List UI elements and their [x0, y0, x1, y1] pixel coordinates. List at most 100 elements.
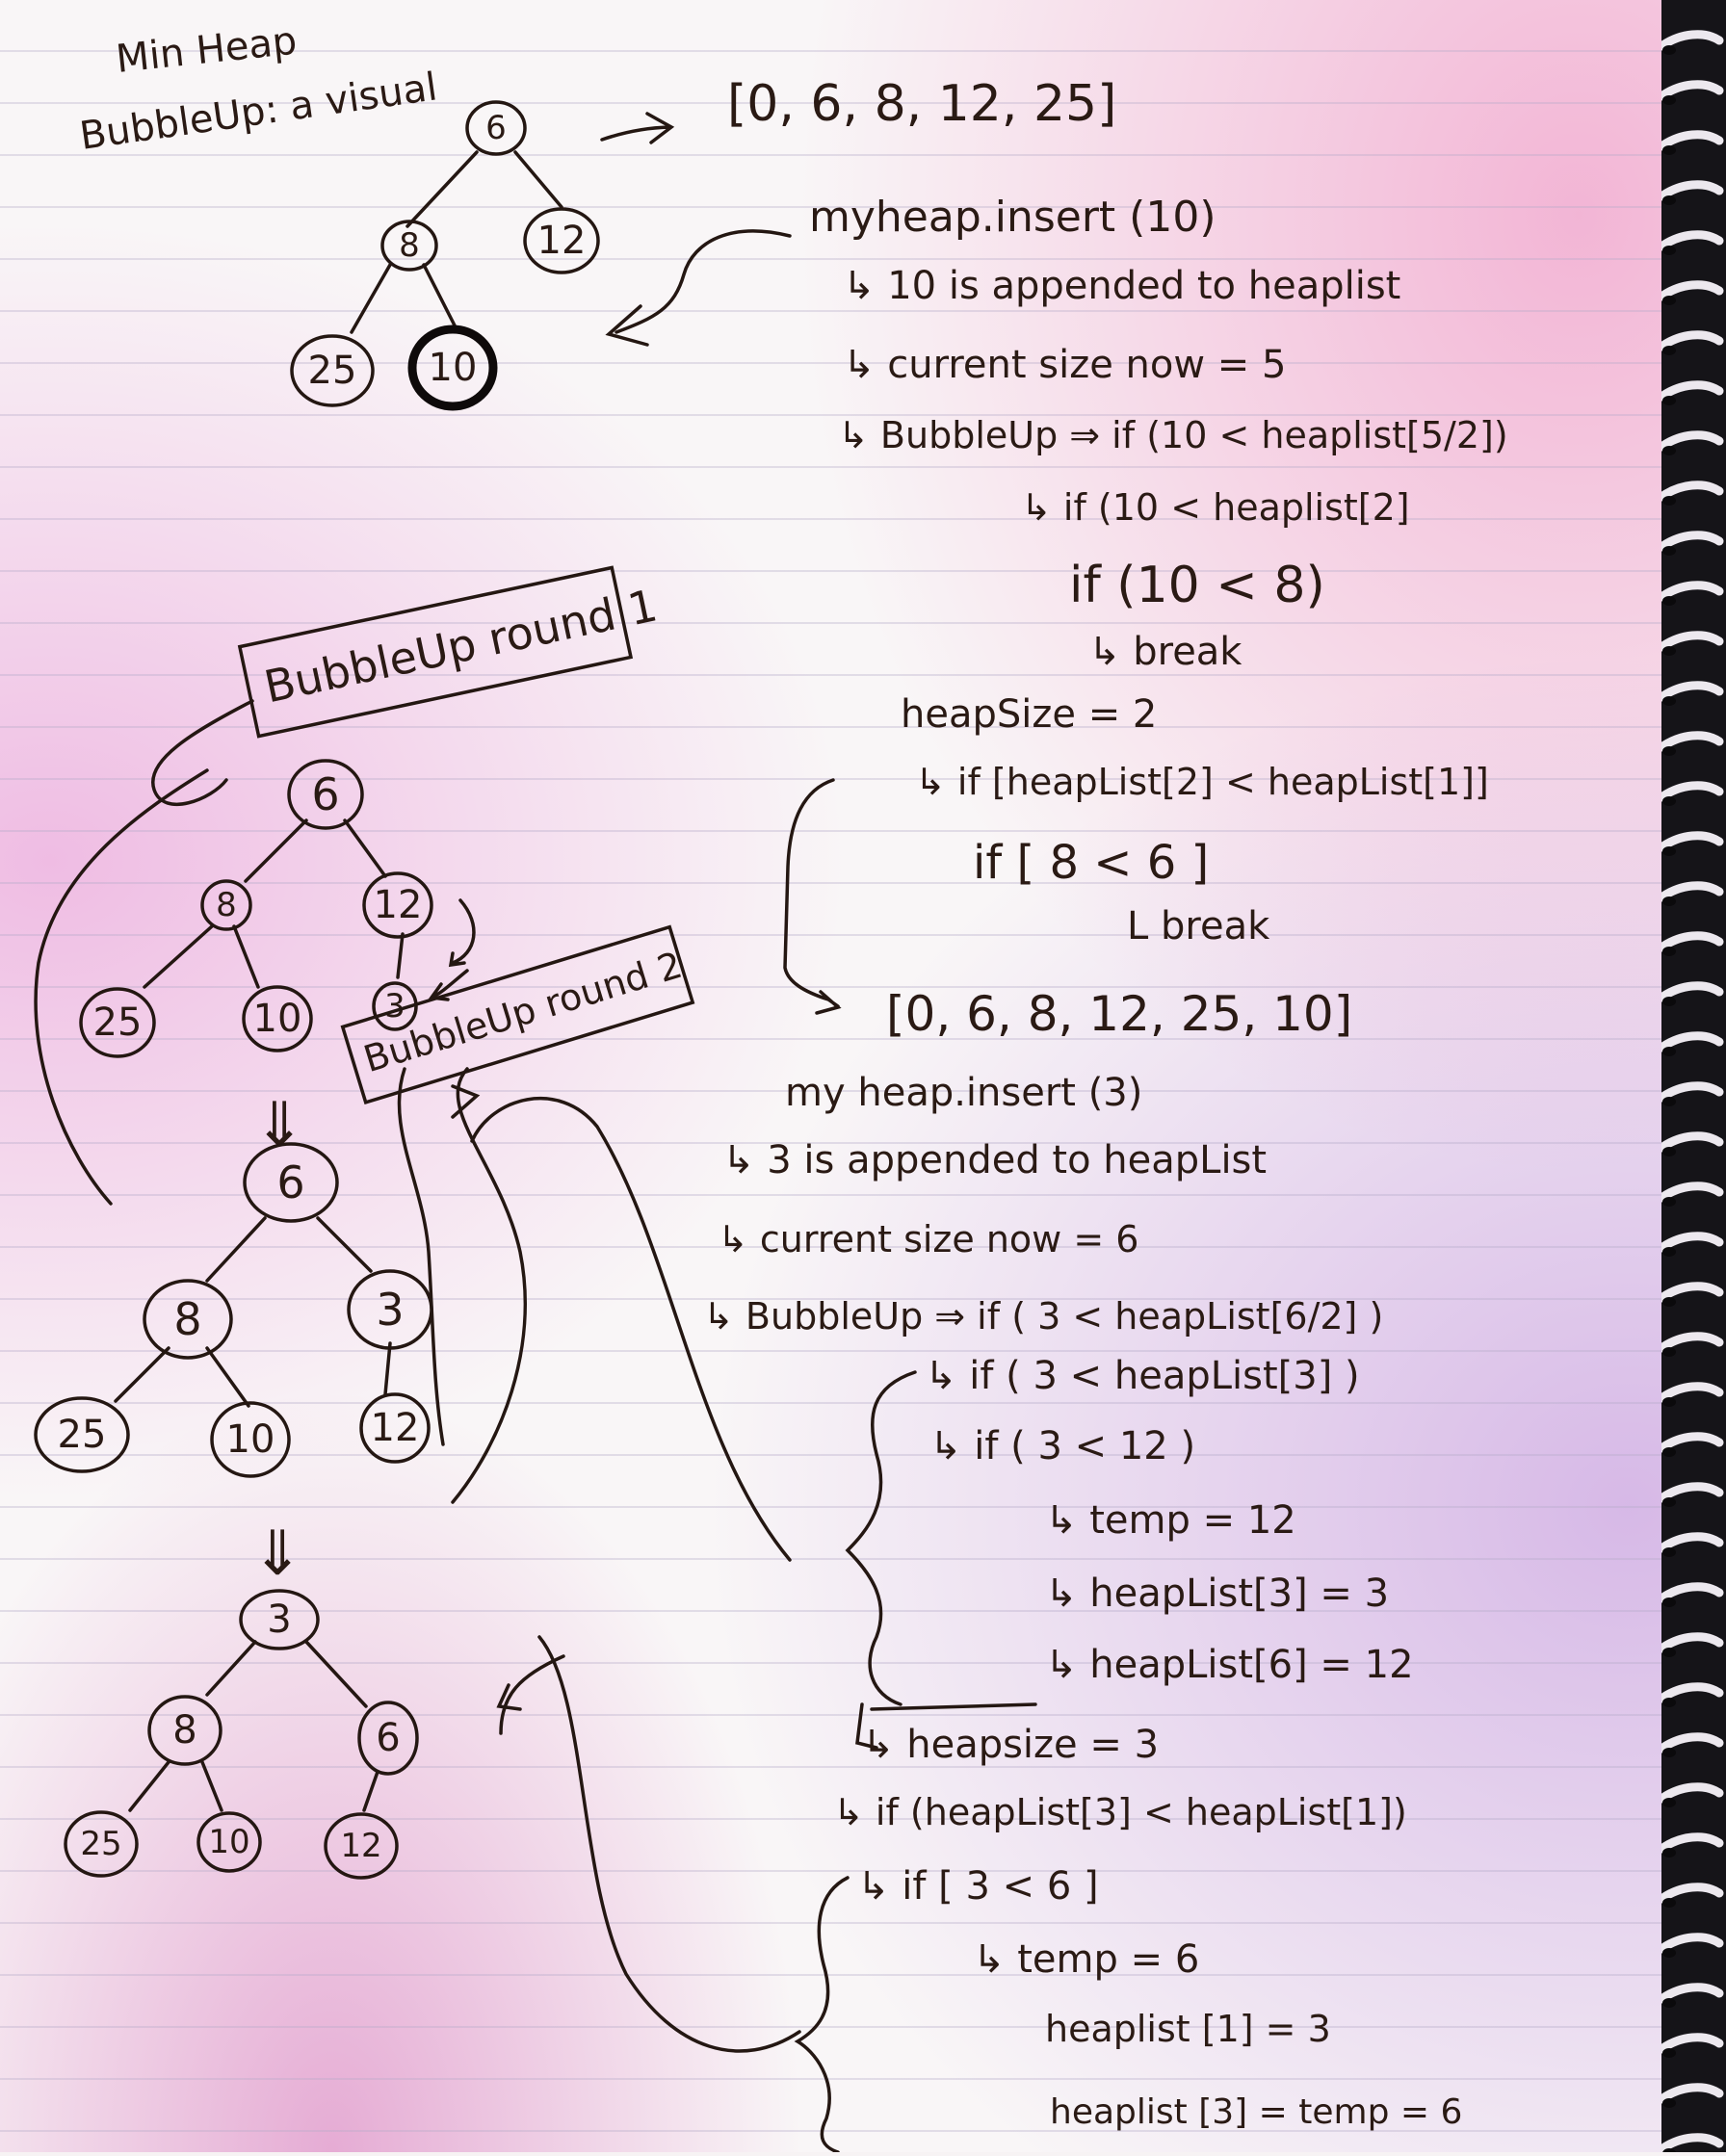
binding-hole [1662, 296, 1676, 305]
binding-hole [1662, 2048, 1676, 2058]
spiral-coil [1657, 1131, 1724, 1153]
spiral-coil [1657, 531, 1724, 552]
step-line: ↳ current size now = 6 [718, 1218, 1138, 1260]
curly-brace [845, 1370, 917, 1706]
step-line: [0, 6, 8, 12, 25, 10] [886, 986, 1352, 1042]
step-line: ↳ if ( 3 < 12 ) [929, 1424, 1195, 1468]
heap-node [34, 1396, 130, 1473]
binding-hole [1662, 1648, 1676, 1657]
edge [422, 263, 457, 327]
binding-hole [1662, 1347, 1676, 1357]
binding-hole [1662, 896, 1676, 906]
heap-node [380, 220, 438, 272]
binding-hole [1662, 1998, 1676, 2008]
node-value: 8 [173, 1293, 201, 1345]
step-line: ↳ temp = 6 [973, 1937, 1199, 1982]
step-line: ↳ if (heapList[3] < heapList[1]) [833, 1791, 1407, 1833]
step-line: ↳ if [ 3 < 6 ] [857, 1864, 1099, 1909]
binding-hole [1662, 1397, 1676, 1407]
edge [343, 818, 387, 878]
edge [200, 1760, 223, 1812]
spiral-coil [1657, 931, 1724, 952]
node-value: 8 [216, 886, 237, 924]
node-value: 25 [58, 1413, 107, 1457]
spiral-coil [1657, 1933, 1724, 1954]
lower-curve [537, 1635, 801, 2053]
spiral-coil [1657, 631, 1724, 652]
heap-node [362, 871, 433, 939]
heap-node [79, 987, 156, 1058]
heap-node [465, 100, 527, 156]
spiral-coil [1657, 1732, 1724, 1753]
round2-curve-2 [397, 1067, 445, 1446]
curved-arrow [615, 229, 792, 334]
tree-2: 6 8 12 25 10 3 [79, 759, 476, 1058]
spiral-coil [1657, 681, 1724, 702]
steps-insert-3: my heap.insert (3) ↳ 3 is appended to he… [703, 1071, 1462, 2132]
spiral-coil [1657, 1682, 1724, 1703]
spiral-coil [1657, 180, 1724, 201]
round1-label: BubbleUp round 1 [237, 565, 662, 739]
edge [383, 1341, 392, 1396]
node-value: 25 [80, 1825, 121, 1863]
heap-node [357, 1701, 419, 1776]
node-value: 12 [537, 219, 587, 263]
spiral-coil [1657, 130, 1724, 151]
heap-node [359, 1392, 431, 1464]
spiral-coil [1657, 380, 1724, 402]
spiral-coil [1657, 581, 1724, 602]
binding-hole [1662, 1748, 1676, 1757]
heap-node [239, 1589, 320, 1650]
step-line: ↳ current size now = 5 [843, 343, 1286, 387]
arrow-head [605, 304, 649, 347]
binding-hole [1662, 95, 1676, 105]
node-value: 25 [93, 1000, 143, 1045]
binding-hole [1662, 45, 1676, 55]
binding-hole [1662, 1497, 1676, 1507]
step-line: my heap.insert (3) [785, 1071, 1142, 1115]
heap-node [242, 985, 313, 1052]
spiral-coil [1657, 1332, 1724, 1353]
spiral-coil [1657, 1232, 1724, 1253]
binding-hole [1662, 546, 1676, 556]
spiral-coil [1657, 230, 1724, 251]
spiral-coil [1657, 481, 1724, 502]
spiral-coil [1657, 1081, 1724, 1103]
edge [316, 1216, 373, 1273]
spiral-coil [1657, 1031, 1724, 1052]
edge [114, 1346, 170, 1403]
edge [128, 1760, 170, 1812]
swap-arrow [448, 898, 476, 968]
heap-node [523, 207, 600, 274]
swap-arrow [428, 969, 469, 1001]
binding-hole [1662, 195, 1676, 205]
spiral-coil [1657, 731, 1724, 752]
notes-drawing: Min Heap BubbleUp: a visual [0, 6, 8, 12… [34, 19, 1508, 2152]
edge [205, 1216, 267, 1283]
edge [362, 1770, 379, 1812]
edge [143, 924, 214, 989]
curly-brace [794, 1876, 850, 2152]
step-line: ↳ if (10 < heaplist[2] [1021, 486, 1410, 529]
round2-text: BubbleUp round 2 [358, 944, 687, 1080]
step-line: ↳ break [1088, 630, 1242, 674]
binding-hole [1662, 1297, 1676, 1307]
binding-hole [1662, 746, 1676, 756]
node-value: 8 [172, 1708, 196, 1753]
step-line: if [ 8 < 6 ] [973, 836, 1209, 890]
node-value: 10 [253, 997, 302, 1041]
spiral-binding [1657, 0, 1726, 2156]
step-line: heaplist [1] = 3 [1045, 2008, 1331, 2050]
step-bracket [783, 778, 842, 1015]
binding-hole [1662, 396, 1676, 405]
tree-1: 6 8 12 25 10 [290, 100, 600, 411]
node-value: 6 [376, 1716, 400, 1760]
step-line: ↳ if [heapList[2] < heapList[1]] [915, 761, 1489, 803]
binding-hole [1662, 1598, 1676, 1607]
binding-hole [1662, 496, 1676, 506]
spiral-coil [1657, 1532, 1724, 1553]
binding-hole [1662, 346, 1676, 355]
binding-hole [1662, 796, 1676, 806]
spiral-coil [1657, 2133, 1724, 2154]
